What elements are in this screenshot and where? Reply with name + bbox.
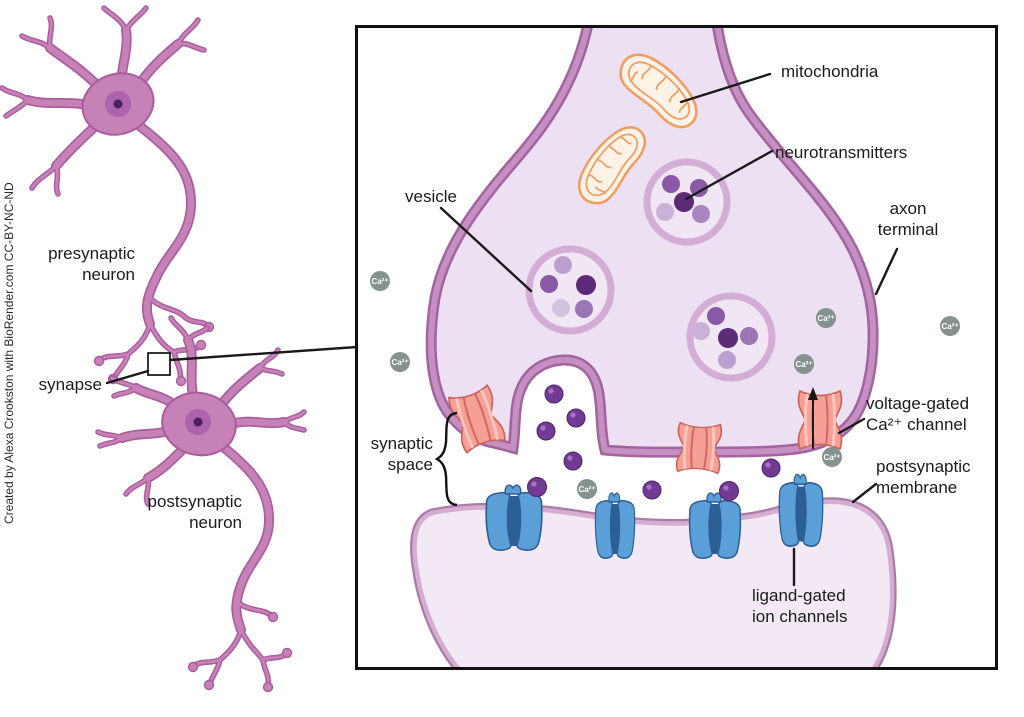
vesicle-label: vesicle bbox=[405, 187, 457, 206]
vesicle-shape bbox=[525, 245, 615, 335]
calcium-ion: Ca²⁺ bbox=[370, 271, 390, 291]
postsynaptic-neuron-shape bbox=[98, 318, 304, 693]
ligand-gated-channels-label: ligand-gated ion channels bbox=[752, 586, 848, 627]
neurotransmitter-dot bbox=[718, 328, 738, 348]
calcium-ion: Ca²⁺ bbox=[577, 479, 597, 499]
voltage-gated-channel-label: voltage-gated Ca²⁺ channel bbox=[866, 394, 970, 435]
neurotransmitters-label: neurotransmitters bbox=[775, 143, 908, 162]
neurotransmitter-dot bbox=[576, 275, 596, 295]
inset-panel-frame bbox=[355, 25, 998, 670]
calcium-ion: Ca²⁺ bbox=[390, 352, 410, 372]
calcium-ion: Ca²⁺ bbox=[940, 316, 960, 336]
synapse-pointer-line bbox=[105, 369, 150, 385]
callout-lines bbox=[439, 72, 899, 587]
postsynaptic-membrane-label: postsynaptic membrane bbox=[876, 457, 971, 498]
presynaptic-neuron-label: presynaptic neuron bbox=[48, 244, 135, 285]
synapse-label: synapse bbox=[38, 375, 102, 394]
calcium-ion: Ca²⁺ bbox=[816, 308, 836, 328]
axon-terminal-label: axon terminal bbox=[877, 199, 939, 240]
vesicle-shape bbox=[643, 158, 731, 246]
synapse-locator-box bbox=[147, 352, 171, 376]
presynaptic-nucleolus bbox=[113, 99, 123, 109]
calcium-influx-arrow bbox=[808, 387, 818, 449]
attribution-text: Created by Alexa Crookston with BioRende… bbox=[2, 182, 16, 524]
neurotransmitter-highlights bbox=[531, 388, 771, 491]
mitochondria-label: mitochondria bbox=[781, 62, 879, 81]
vesicle-shape bbox=[686, 292, 776, 382]
calcium-ion: Ca²⁺ bbox=[794, 354, 814, 374]
postsynaptic-nucleolus bbox=[193, 417, 203, 427]
synaptic-space-label: synaptic space bbox=[370, 434, 433, 475]
calcium-ion: Ca²⁺ bbox=[822, 447, 842, 467]
synaptic-space-brace bbox=[434, 411, 458, 507]
inset-callout-line bbox=[168, 345, 359, 362]
postsynaptic-neuron-label: postsynaptic neuron bbox=[147, 492, 243, 533]
presynaptic-neuron-shape bbox=[2, 8, 215, 387]
